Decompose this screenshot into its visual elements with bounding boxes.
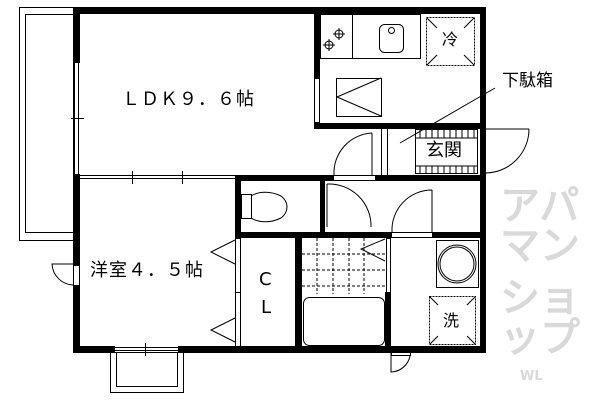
walls bbox=[73, 7, 486, 353]
toilet-icon bbox=[241, 191, 288, 223]
ldk-left-window bbox=[71, 63, 84, 174]
shoe-box-label: 下駄箱 bbox=[502, 71, 553, 91]
closet-label-l: L bbox=[261, 297, 272, 318]
fridge-space bbox=[426, 17, 475, 66]
bottom-window bbox=[115, 343, 178, 356]
stove-icon bbox=[323, 28, 345, 51]
toilet-door bbox=[326, 183, 372, 228]
ldk-door bbox=[333, 132, 376, 181]
bathtub bbox=[303, 297, 385, 346]
western-side-door bbox=[51, 263, 80, 286]
bath-floor-tiles bbox=[302, 238, 385, 294]
front-door bbox=[485, 128, 530, 174]
washer-label: 洗 bbox=[443, 311, 460, 330]
bath-door bbox=[359, 238, 386, 262]
closet-label-c: C bbox=[259, 269, 272, 290]
watermark-line2: ショップ bbox=[500, 275, 580, 361]
entrance-step bbox=[381, 129, 388, 175]
washroom-door bbox=[391, 189, 433, 238]
bath-door-frame bbox=[386, 238, 391, 293]
bottom-balcony bbox=[110, 352, 184, 393]
closet-doors bbox=[209, 238, 241, 347]
entrance-tiles bbox=[415, 129, 478, 174]
washer-diagonals bbox=[429, 296, 476, 345]
kitchen-appliance bbox=[336, 77, 382, 117]
room-label-ldk: ＬＤＫ９．６帖 bbox=[122, 89, 255, 110]
entrance-label: 玄関 bbox=[426, 140, 462, 161]
kitchen-window bbox=[314, 78, 320, 123]
wash-basin bbox=[436, 240, 479, 288]
fridge-diagonals bbox=[426, 17, 475, 66]
sliding-door-ldk-western bbox=[80, 171, 235, 184]
left-balcony bbox=[19, 7, 74, 241]
watermark-line1: アパマン bbox=[500, 183, 580, 269]
fridge-label: 冷 bbox=[442, 30, 459, 49]
washer-space bbox=[429, 296, 476, 345]
wash-door bbox=[390, 352, 411, 373]
kitchen-counter bbox=[320, 14, 421, 59]
watermark-small: WL bbox=[520, 369, 543, 384]
room-label-western: 洋室４．５帖 bbox=[90, 260, 204, 281]
